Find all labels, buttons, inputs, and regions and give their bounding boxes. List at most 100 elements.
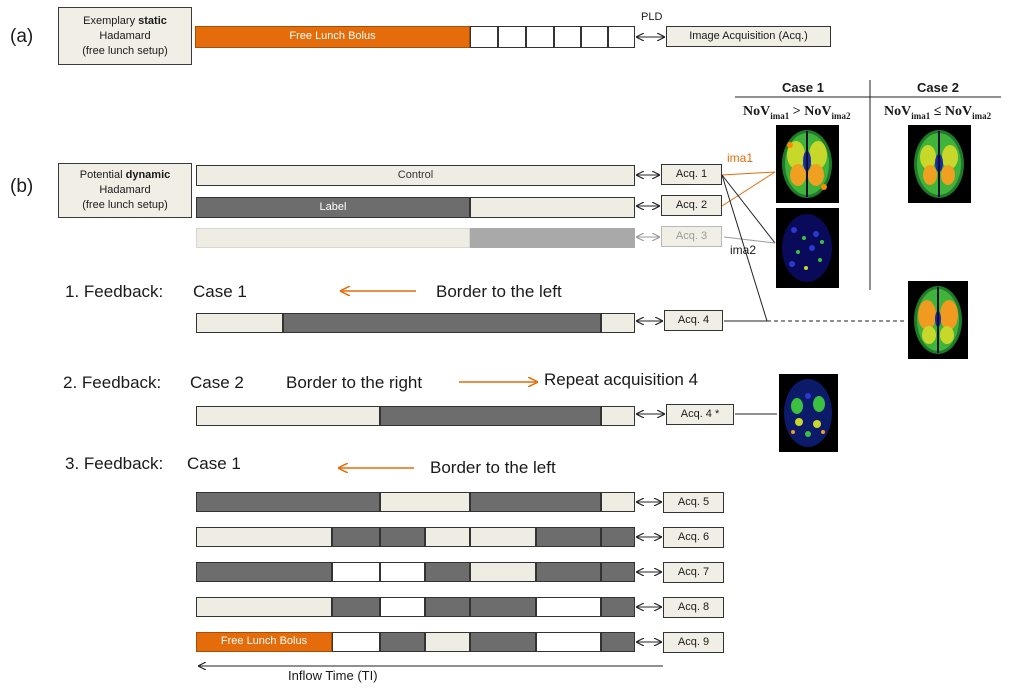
feedback3-title: 3. Feedback: xyxy=(65,454,164,473)
section-b-letter: (b) xyxy=(10,176,34,197)
case2-nov-a: NoV xyxy=(884,104,912,119)
feedback2-direction: Border to the right xyxy=(286,373,423,392)
dynamic-setup-box: Potential dynamic Hadamard (free lunch s… xyxy=(58,163,192,218)
case2-condition: NoVima1 ≤ NoVima2 xyxy=(884,104,991,121)
case2-sub2: ima2 xyxy=(972,110,992,121)
case2-sub1: ima1 xyxy=(911,110,931,121)
acq9-bolus-label: Free Lunch Bolus xyxy=(220,635,308,647)
subbolus-a-5 xyxy=(581,26,608,48)
acq8-seg-5 xyxy=(470,597,536,617)
feedback1-title: 1. Feedback: xyxy=(65,282,164,301)
fb2-seg-3 xyxy=(601,406,635,426)
ima1-line-acq2 xyxy=(721,171,776,207)
acq-3-box: Acq. 3 xyxy=(661,226,722,247)
case1-header: Case 1 xyxy=(782,80,824,95)
case1-nov-b: NoV xyxy=(804,104,832,119)
dynamic-setup-line1-pre: Potential xyxy=(79,169,126,181)
static-setup-line1-pre: Exemplary xyxy=(83,15,139,27)
acq9-seg-4 xyxy=(425,632,470,652)
acq-9-box: Acq. 9 xyxy=(663,632,724,653)
case2-operator: ≤ xyxy=(933,104,942,119)
acq7-seg-4 xyxy=(425,562,470,582)
acq7-seg-2 xyxy=(332,562,380,582)
acq5-seg-3 xyxy=(470,492,601,512)
section-a-letter: (a) xyxy=(10,26,34,47)
acq7-seg-7 xyxy=(601,562,635,582)
brain-image-acq4-star xyxy=(779,374,838,452)
acq7-seg-6 xyxy=(536,562,601,582)
fb2-seg-1 xyxy=(196,406,380,426)
acq-4-star-box: Acq. 4 * xyxy=(666,404,734,425)
ima2-line-acq3 xyxy=(723,236,776,244)
acq8-seg-4 xyxy=(425,597,470,617)
case2-header: Case 2 xyxy=(917,80,959,95)
acq8-seg-7 xyxy=(601,597,635,617)
acq-6-box: Acq. 6 xyxy=(663,527,724,548)
acq9-seg-6 xyxy=(536,632,601,652)
acq9-seg-2 xyxy=(332,632,380,652)
feedback3-direction: Border to the left xyxy=(430,458,556,477)
acq-4-box: Acq. 4 xyxy=(664,310,723,331)
feedback2-case: Case 2 xyxy=(190,373,244,392)
acq-2-box: Acq. 2 xyxy=(661,195,722,216)
acq8-seg-2 xyxy=(332,597,380,617)
label-label: Label xyxy=(319,201,347,213)
fb2-seg-2 xyxy=(380,406,601,426)
static-setup-box: Exemplary static Hadamard (free lunch se… xyxy=(58,7,192,65)
acq5-seg-1 xyxy=(196,492,380,512)
acq6-seg-7 xyxy=(601,527,635,547)
brain-image-acq4 xyxy=(908,281,968,359)
acq8-seg-6 xyxy=(536,597,601,617)
acq6-seg-3 xyxy=(380,527,425,547)
acq9-seg-3 xyxy=(380,632,425,652)
feedback1-case: Case 1 xyxy=(193,282,247,301)
feedback2-action: Repeat acquisition 4 xyxy=(544,370,699,389)
free-lunch-bolus-label-a: Free Lunch Bolus xyxy=(289,30,376,42)
acq9-bolus: Free Lunch Bolus xyxy=(196,632,332,652)
ima2-line-acq1 xyxy=(721,174,776,244)
subbolus-a-4 xyxy=(554,26,581,48)
control-bar: Control xyxy=(196,165,635,186)
case1-sub2: ima2 xyxy=(831,110,851,121)
case1-condition: NoVima1 > NoVima2 xyxy=(743,104,850,121)
brain-image-case2 xyxy=(908,125,971,203)
case1-nov-a: NoV xyxy=(743,104,771,119)
dynamic-setup-line1-bold: dynamic xyxy=(125,169,171,181)
acq7-seg-1 xyxy=(196,562,332,582)
case1-sub1: ima1 xyxy=(770,110,790,121)
acq-1-box: Acq. 1 xyxy=(661,164,722,185)
acq6-seg-1 xyxy=(196,527,332,547)
acq6-seg-5 xyxy=(470,527,536,547)
free-lunch-bolus-bar-a: Free Lunch Bolus xyxy=(195,26,470,48)
dynamic-setup-line2: Hadamard xyxy=(99,184,151,196)
acq3-bar-light xyxy=(196,228,470,248)
image-acquisition-box: Image Acquisition (Acq.) xyxy=(666,26,831,47)
subbolus-a-2 xyxy=(498,26,526,48)
acq5-seg-2 xyxy=(380,492,470,512)
label-bar-dark: Label xyxy=(196,197,470,218)
acq6-seg-6 xyxy=(536,527,601,547)
brain-image-ima2 xyxy=(776,208,839,288)
ima2-label: ima2 xyxy=(730,243,757,257)
static-setup-line3: (free lunch setup) xyxy=(82,45,168,57)
subbolus-a-3 xyxy=(526,26,554,48)
case1-operator: > xyxy=(792,104,801,119)
feedback1-direction: Border to the left xyxy=(436,282,562,301)
label-bar-light xyxy=(470,197,635,218)
fb1-seg-1 xyxy=(196,313,283,333)
fb1-seg-2 xyxy=(283,313,601,333)
acq5-seg-4 xyxy=(601,492,635,512)
acq8-seg-1 xyxy=(196,597,332,617)
ima1-label: ima1 xyxy=(727,151,754,165)
acq9-seg-5 xyxy=(470,632,536,652)
pld-label: PLD xyxy=(641,11,663,23)
fb1-seg-3 xyxy=(601,313,635,333)
acq9-seg-7 xyxy=(601,632,635,652)
ima1-line-acq1 xyxy=(721,171,776,176)
acq7-seg-5 xyxy=(470,562,536,582)
case2-nov-b: NoV xyxy=(944,104,973,119)
acq6-seg-2 xyxy=(332,527,380,547)
acq8-seg-3 xyxy=(380,597,425,617)
acq6-seg-4 xyxy=(425,527,470,547)
